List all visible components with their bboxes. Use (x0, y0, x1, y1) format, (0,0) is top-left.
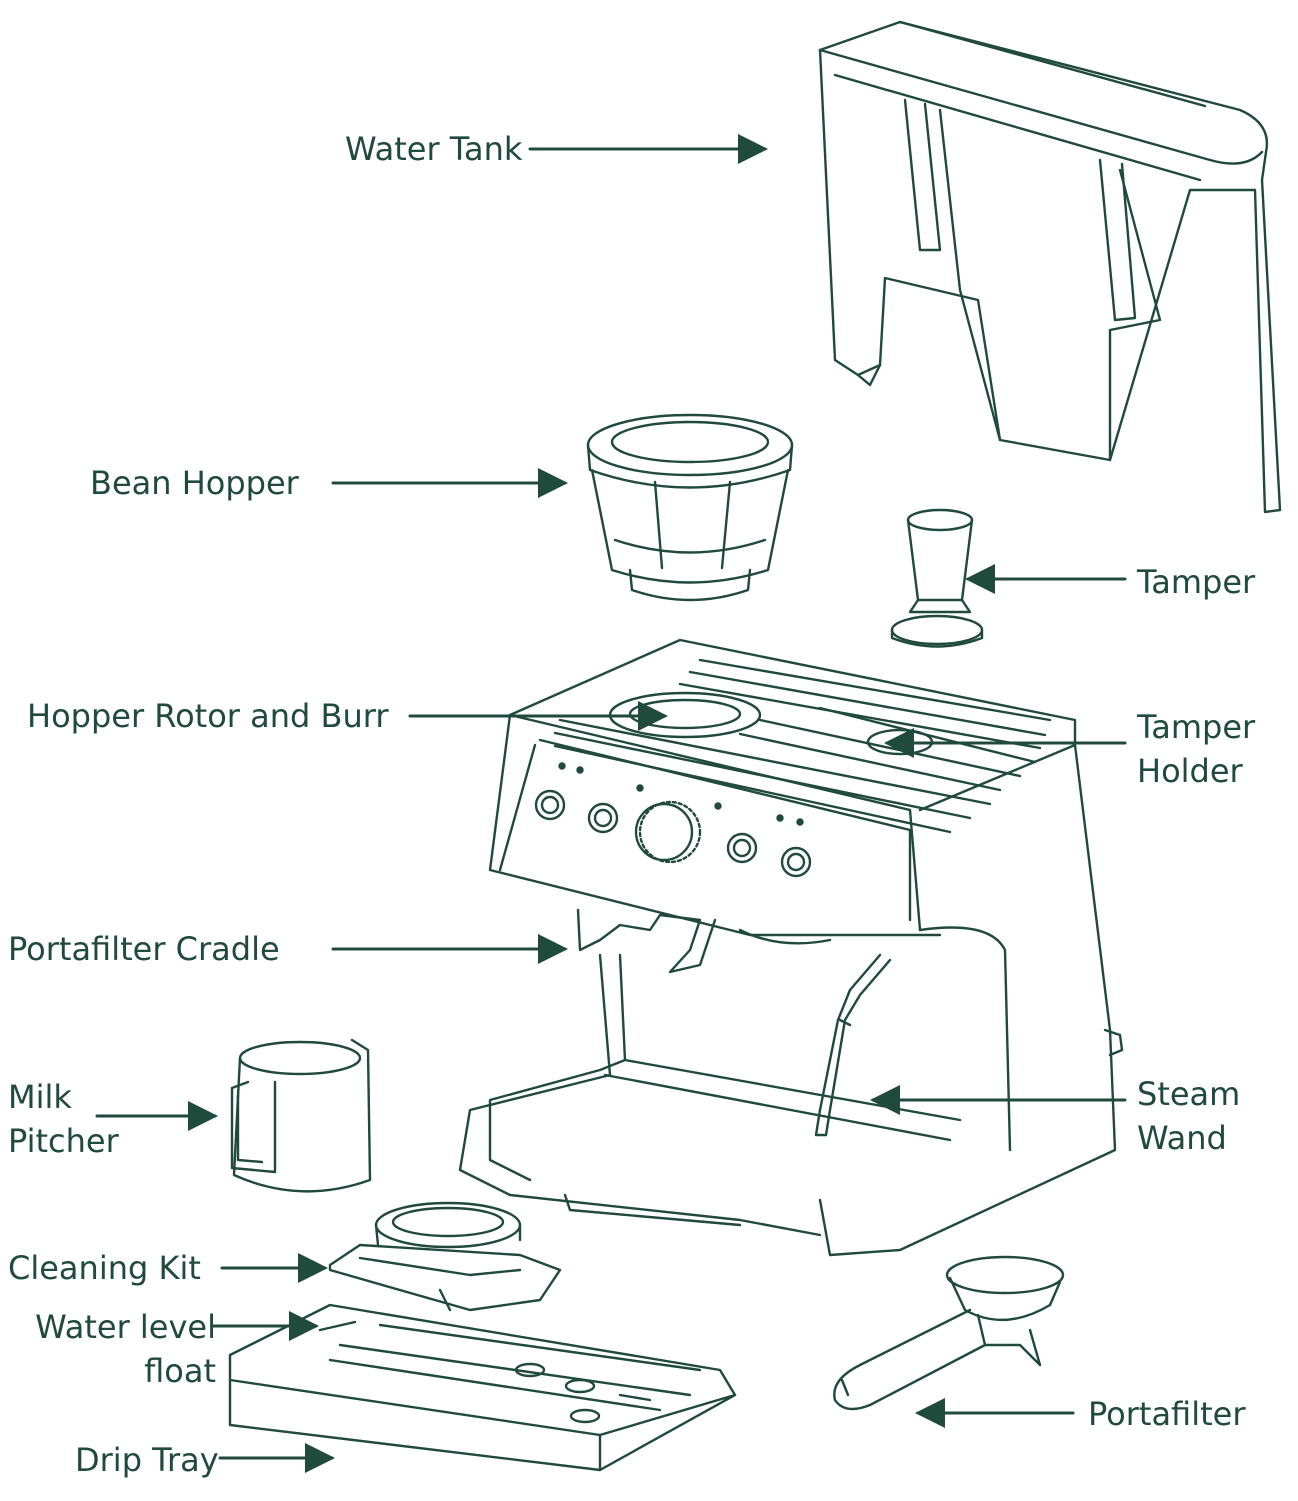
label-milk-pitcher-line2: Pitcher (8, 1122, 119, 1160)
label-tamper-text: Tamper (1137, 563, 1256, 601)
label-bean-hopper: Bean Hopper (90, 461, 299, 505)
portafilter-drawing (833, 1255, 1065, 1411)
leader-arrows (95, 134, 1127, 1473)
drip-tray-drawing (228, 1303, 737, 1472)
milk-pitcher-drawing (230, 1038, 372, 1193)
label-water-tank-text: Water Tank (345, 130, 523, 168)
label-hopper-rotor-text: Hopper Rotor and Burr (27, 697, 389, 735)
label-tamper-holder-line1: Tamper (1137, 708, 1256, 746)
label-steam-wand: Steam Wand (1137, 1072, 1240, 1160)
label-bean-hopper-text: Bean Hopper (90, 464, 299, 502)
label-water-level-line2: float (144, 1352, 216, 1390)
label-milk-pitcher-line1: Milk (8, 1078, 72, 1116)
label-water-tank: Water Tank (345, 127, 522, 171)
label-portafilter-text: Portafilter (1088, 1395, 1246, 1433)
label-portafilter-cradle-text: Portafilter Cradle (8, 930, 280, 968)
label-water-level-float: Water level float (20, 1305, 216, 1393)
label-cleaning-kit-text: Cleaning Kit (8, 1249, 201, 1287)
bean-hopper-drawing (586, 413, 794, 602)
label-tamper-holder-line2: Holder (1137, 752, 1243, 790)
label-tamper-holder: Tamper Holder (1137, 705, 1255, 793)
label-water-level-line1: Water level (35, 1308, 216, 1346)
label-milk-pitcher: Milk Pitcher (8, 1075, 119, 1163)
label-hopper-rotor-and-burr: Hopper Rotor and Burr (27, 694, 388, 738)
label-portafilter-cradle: Portafilter Cradle (8, 927, 280, 971)
label-tamper: Tamper (1137, 560, 1255, 604)
espresso-machine-drawing (458, 638, 1124, 1257)
cleaning-kit-drawing (328, 1201, 562, 1312)
label-portafilter: Portafilter (1088, 1392, 1245, 1436)
label-cleaning-kit: Cleaning Kit (8, 1246, 201, 1290)
tamper-drawing (890, 508, 984, 648)
label-steam-wand-line1: Steam (1137, 1075, 1241, 1113)
label-drip-tray-text: Drip Tray (75, 1441, 219, 1479)
water-tank-drawing (818, 20, 1282, 514)
label-drip-tray: Drip Tray (75, 1438, 219, 1482)
label-steam-wand-line2: Wand (1137, 1119, 1227, 1157)
